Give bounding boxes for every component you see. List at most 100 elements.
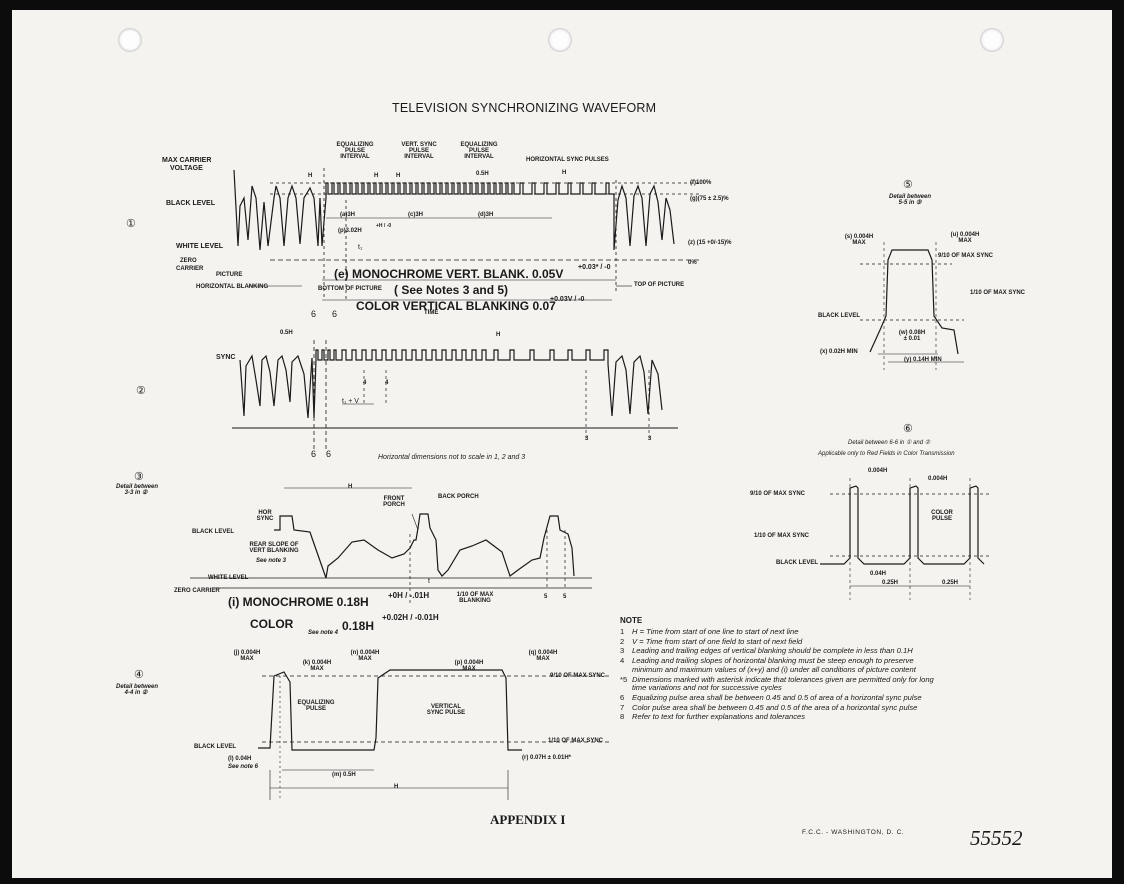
half-h-label: 0.5H bbox=[476, 171, 489, 177]
x-dimension: (x) 0.02H MIN bbox=[820, 349, 858, 355]
y-dimension: (y) 0.14H MIN bbox=[904, 357, 942, 363]
figure3-waveform bbox=[190, 487, 592, 604]
p-label: (p)3.02H bbox=[338, 228, 362, 234]
width-dimension-1: 0.004H bbox=[868, 468, 888, 474]
section-mark: 6 bbox=[311, 309, 317, 319]
l-dimension: (l) 0.04H bbox=[228, 756, 252, 762]
t1-label: t₁ bbox=[358, 244, 363, 251]
monochrome-porch-label: (i) MONOCHROME 0.18H bbox=[228, 595, 369, 609]
width-dimension-2: 0.004H bbox=[928, 476, 948, 482]
punch-hole bbox=[980, 28, 1004, 52]
section-mark: 3 bbox=[648, 436, 652, 442]
color-porch-value: 0.18H bbox=[342, 619, 375, 633]
max-carrier-label-2: VOLTAGE bbox=[170, 165, 203, 172]
one-tenth-max-sync-label: 1/10 OF MAX SYNC bbox=[970, 290, 1026, 296]
width-dimension-4: 0.25H bbox=[882, 580, 899, 586]
zero-carrier-label: ZERO bbox=[180, 258, 197, 264]
a3h-label: (a)3H bbox=[340, 212, 356, 218]
document-page: TELEVISION SYNCHRONIZING WAVEFORM APPEND… bbox=[12, 10, 1112, 878]
p-tolerance: +H / -0 bbox=[376, 223, 392, 229]
picture-label: PICTURE bbox=[216, 272, 243, 278]
black-level-label: BLACK LEVEL bbox=[776, 560, 818, 566]
figure6-applicable-note: Applicable only to Red Fields in Color T… bbox=[818, 451, 955, 457]
time-label: TIME bbox=[424, 310, 439, 316]
section-mark: 5 bbox=[544, 594, 548, 600]
see-note-4-label: See note 4 bbox=[308, 630, 339, 636]
black-level-label: BLACK LEVEL bbox=[194, 744, 236, 750]
see-notes-label: ( See Notes 3 and 5) bbox=[394, 283, 509, 297]
nine-tenths-max-sync-label: 9/10 OF MAX SYNC bbox=[750, 491, 806, 497]
page-number: 55552 bbox=[970, 826, 1023, 850]
g-label: (g)(75 ± 2.5)% bbox=[690, 196, 729, 202]
punch-hole bbox=[118, 28, 142, 52]
monochrome-porch-tolerance: +0H / -.01H bbox=[388, 591, 430, 600]
w-dimension: (w) 0.08H± 0.01 bbox=[898, 330, 926, 342]
h-label-3: H bbox=[396, 173, 401, 179]
white-level-label: WHITE LEVEL bbox=[208, 575, 249, 581]
section-mark: 5 bbox=[563, 594, 567, 600]
black-level-label: BLACK LEVEL bbox=[192, 529, 234, 535]
max-carrier-label: MAX CARRIER bbox=[162, 157, 212, 164]
one-tenth-max-sync-label: 1/10 OF MAX SYNC bbox=[754, 533, 810, 539]
h-label: H bbox=[308, 173, 313, 179]
figure6-detail: Detail between 6-6 in ① and ② bbox=[848, 440, 931, 446]
figure1-number: ① bbox=[126, 218, 136, 230]
nine-tenths-max-sync-label: 9/10 OF MAX SYNC bbox=[550, 673, 606, 679]
section-mark: 4 bbox=[385, 380, 389, 386]
waveform-drawing bbox=[190, 168, 992, 800]
section-mark: 4 bbox=[363, 380, 367, 386]
page-title: TELEVISION SYNCHRONIZING WAVEFORM bbox=[392, 101, 657, 115]
figure1-waveform bbox=[233, 168, 702, 301]
black-level-label: BLACK LEVEL bbox=[166, 200, 215, 207]
zero-carrier-label: ZERO CARRIER bbox=[174, 588, 220, 594]
color-porch-tolerance: +0.02H / -0.01H bbox=[382, 613, 439, 622]
h-label: H bbox=[394, 784, 399, 790]
width-dimension-3: 0.04H bbox=[870, 571, 887, 577]
section-mark: 6 bbox=[332, 309, 338, 319]
figure6-number: ⑥ bbox=[903, 423, 913, 435]
section-mark: 3 bbox=[585, 436, 589, 442]
figure5-number: ⑤ bbox=[903, 179, 913, 191]
f100-label: (f)100% bbox=[690, 180, 712, 186]
figure4-waveform bbox=[258, 669, 612, 800]
color-vertical-blanking: COLOR VERTICAL BLANKING 0.07 bbox=[356, 299, 556, 313]
color-vertical-blanking-tolerance: +0.03V / -0 bbox=[550, 296, 585, 303]
width-dimension-5: 0.25H bbox=[942, 580, 959, 586]
one-tenth-max-sync-label: 1/10 OF MAX SYNC bbox=[548, 738, 604, 744]
section-mark: 6 bbox=[311, 449, 317, 459]
see-note-3-label: See note 3 bbox=[256, 558, 287, 564]
appendix-label: APPENDIX I bbox=[490, 812, 566, 827]
horizontal-blanking-label: HORIZONTAL BLANKING bbox=[196, 284, 269, 290]
back-porch-label: BACK PORCH bbox=[438, 494, 479, 500]
monochrome-vertical-blanking: (e) MONOCHROME VERT. BLANK. 0.05V bbox=[334, 267, 564, 281]
figure6-waveform bbox=[820, 478, 992, 600]
r-dimension: (r) 0.07H ± 0.01H* bbox=[522, 755, 571, 761]
d3h-label: (d)3H bbox=[478, 212, 494, 218]
nine-tenths-max-sync-label: 9/10 OF MAX SYNC bbox=[938, 253, 994, 259]
figure2-waveform bbox=[232, 340, 678, 450]
